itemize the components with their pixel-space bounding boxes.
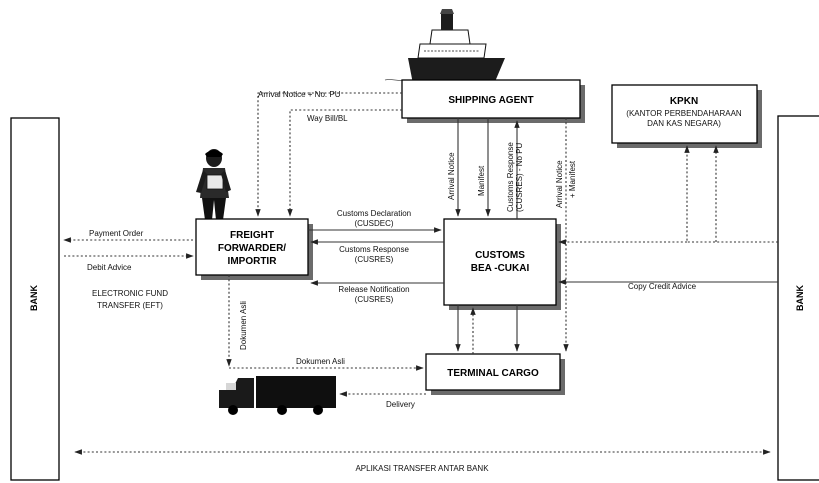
person-icon	[196, 149, 231, 220]
shipping-agent-label: SHIPPING AGENT	[448, 95, 533, 106]
label-customs-response-2: (CUSRES)	[355, 255, 394, 264]
freight-label-1: FREIGHT	[230, 230, 274, 241]
bank-right-bar: BANK	[778, 116, 819, 480]
customs-label-1: CUSTOMS	[475, 250, 525, 261]
customs-label-2: BEA -CUKAI	[471, 263, 530, 274]
label-customs-declaration-2: (CUSDEC)	[354, 219, 393, 228]
label-delivery: Delivery	[386, 400, 415, 409]
label-arrival-manifest-2: + Manifest	[568, 160, 577, 198]
bank-left-label: BANK	[29, 285, 39, 311]
freight-label-2: FORWARDER/	[218, 243, 286, 254]
customs-box: CUSTOMS BEA -CUKAI	[444, 219, 561, 310]
truck-icon	[219, 376, 336, 415]
label-customs-response-pu-2: (CUSRES) - No PU	[515, 142, 524, 212]
kpkn-title: KPKN	[670, 96, 698, 107]
label-customs-response-1: Customs Response	[339, 245, 409, 254]
bank-left-bar: BANK	[11, 118, 59, 480]
label-arrival-manifest-1: Arrival Notice	[555, 160, 564, 208]
arrow-arrival-notice-pu	[258, 93, 402, 216]
terminal-cargo-box: TERMINAL CARGO	[426, 354, 565, 395]
label-arrival-notice: Arrival Notice	[447, 152, 456, 200]
label-eft-1: ELECTRONIC FUND	[92, 289, 168, 298]
arrow-bank-to-kpkn	[687, 146, 778, 242]
kpkn-subtitle-1: (KANTOR PERBENDAHARAAN	[626, 109, 742, 118]
label-dokumen-asli: Dokumen Asli	[296, 357, 345, 366]
arrow-way-bill	[290, 110, 402, 216]
shipping-agent-box: SHIPPING AGENT	[402, 80, 585, 123]
label-arrival-notice-pu: Arrival Notice + No. PU	[258, 90, 341, 99]
freight-label-3: IMPORTIR	[228, 256, 278, 267]
label-copy-credit-advice: Copy Credit Advice	[628, 282, 697, 291]
freight-forwarder-box: FREIGHT FORWARDER/ IMPORTIR	[196, 219, 313, 280]
label-customs-response-pu-1: Customs Response	[506, 142, 515, 212]
label-release-notification-2: (CUSRES)	[355, 295, 394, 304]
label-debit-advice: Debit Advice	[87, 263, 132, 272]
kpkn-subtitle-2: DAN KAS NEGARA)	[647, 119, 721, 128]
terminal-cargo-label: TERMINAL CARGO	[447, 368, 539, 379]
label-manifest: Manifest	[477, 165, 486, 196]
label-customs-declaration-1: Customs Declaration	[337, 209, 411, 218]
label-release-notification-1: Release Notification	[338, 285, 409, 294]
label-aplikasi-transfer: APLIKASI TRANSFER ANTAR BANK	[355, 464, 489, 473]
bank-right-label: BANK	[795, 285, 805, 311]
label-eft-2: TRANSFER (EFT)	[97, 301, 163, 310]
label-payment-order: Payment Order	[89, 229, 144, 238]
label-dokumen-asli-vertical: Dokumen Asli	[239, 301, 248, 350]
ship-icon	[385, 9, 526, 84]
kpkn-box: KPKN (KANTOR PERBENDAHARAAN DAN KAS NEGA…	[612, 85, 762, 148]
label-way-bill: Way Bill/BL	[307, 114, 348, 123]
